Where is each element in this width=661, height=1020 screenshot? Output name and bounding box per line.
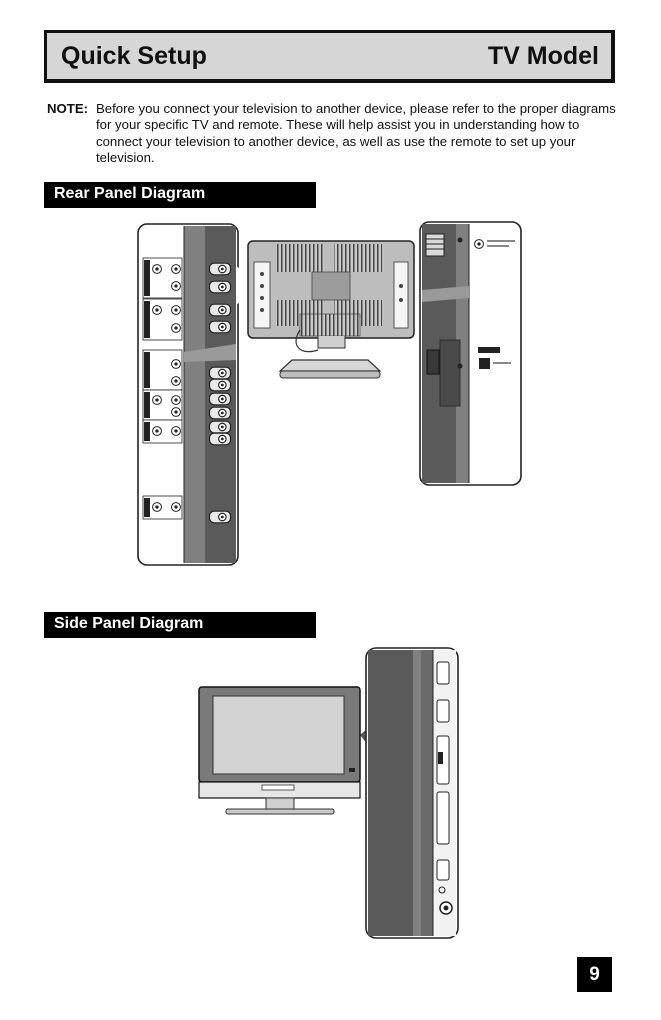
rear-right-connector-panel — [419, 221, 522, 486]
note-block: NOTE: Before you connect your television… — [47, 101, 622, 167]
header-title-left: Quick Setup — [61, 41, 207, 70]
rear-panel-heading: Rear Panel Diagram — [44, 182, 316, 208]
page-number: 9 — [577, 957, 612, 992]
note-label: NOTE: — [47, 101, 89, 116]
tv-rear-view — [236, 240, 420, 379]
header-title-right: TV Model — [487, 41, 599, 70]
side-connector-panel — [365, 647, 459, 939]
tv-front-view — [198, 686, 368, 815]
rear-left-connector-panel — [137, 223, 239, 566]
page-header: Quick Setup TV Model — [44, 30, 615, 83]
side-panel-heading: Side Panel Diagram — [44, 612, 316, 638]
note-text: Before you connect your television to an… — [96, 101, 616, 166]
